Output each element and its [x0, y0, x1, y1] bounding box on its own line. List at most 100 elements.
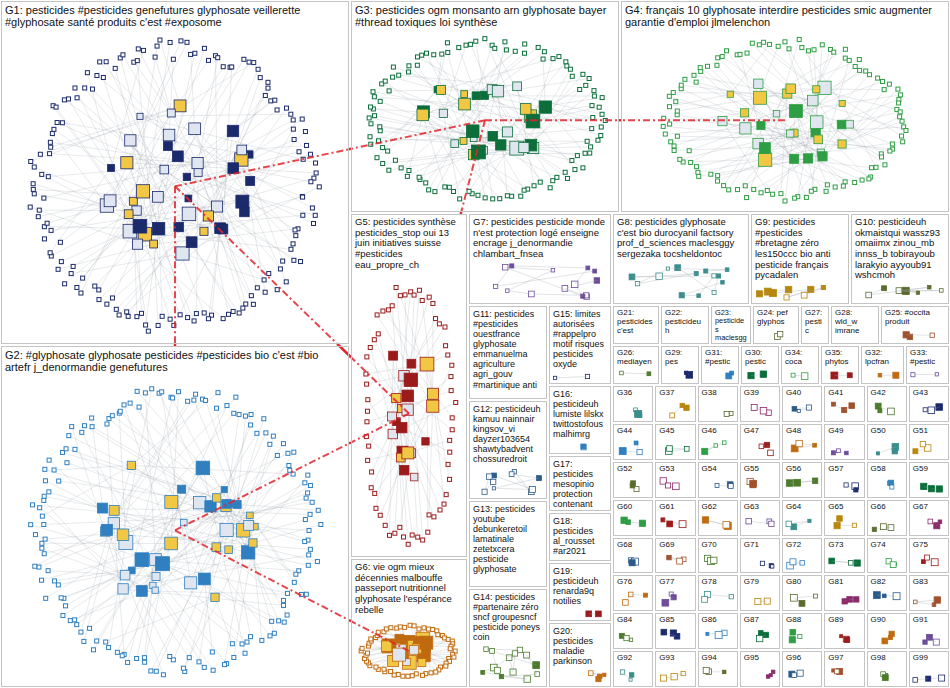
vertex-mark: [745, 51, 749, 55]
vertex-mark: [314, 171, 318, 175]
vertex-mark: [687, 149, 691, 153]
vertex-mark: [450, 428, 454, 432]
vertex-image: [513, 82, 522, 91]
vertex-image: [247, 512, 254, 519]
vertex-mark: [371, 90, 375, 94]
vertex-mark: [95, 73, 99, 77]
vertex-image: [152, 587, 158, 593]
vertex-mark: [79, 630, 83, 634]
vertex-mark: [631, 481, 636, 486]
vertex-mark: [135, 59, 139, 63]
vertex-mark: [210, 650, 214, 654]
vertex-mark: [364, 372, 368, 376]
vertex-mark: [269, 99, 273, 103]
vertex-mark: [538, 180, 542, 184]
vertex-mark: [669, 140, 673, 144]
vertex-mark: [282, 603, 286, 607]
edge-line: [87, 73, 130, 231]
cluster-group: [630, 481, 639, 492]
vertex-mark: [202, 665, 206, 669]
vertex-image: [163, 142, 172, 151]
edge-line: [115, 68, 158, 228]
vertex-mark: [373, 491, 377, 495]
vertex-mark: [898, 110, 902, 114]
vertex-mark: [37, 565, 41, 569]
vertex-mark: [750, 480, 757, 487]
vertex-image: [437, 85, 446, 94]
vertex-mark: [382, 667, 386, 671]
vertex-mark: [216, 56, 220, 60]
vertex-mark: [194, 392, 198, 396]
edge-line: [680, 133, 794, 159]
vertex-mark: [892, 444, 899, 451]
vertex-mark: [40, 514, 44, 518]
edge-line: [791, 88, 884, 90]
edge-line: [229, 444, 270, 549]
vertex-mark: [368, 135, 372, 139]
vertex-mark: [448, 647, 452, 651]
vertex-mark: [52, 579, 56, 583]
vertex-mark: [407, 168, 411, 172]
vertex-mark: [67, 434, 71, 438]
vertex-image: [397, 422, 407, 432]
vertex-image: [163, 129, 175, 141]
edge-line: [116, 216, 208, 309]
vertex-mark: [493, 46, 497, 50]
edge-line: [130, 403, 226, 504]
edge-line: [208, 216, 228, 314]
cluster-group: [726, 371, 734, 379]
vertex-mark: [745, 196, 749, 200]
vertex-mark: [97, 288, 101, 292]
vertex-mark: [366, 458, 370, 462]
vertex-mark: [667, 94, 671, 98]
vertex-image: [236, 195, 249, 208]
vertex-mark: [160, 314, 164, 318]
vertex-image: [472, 92, 480, 100]
vertex-mark: [381, 146, 385, 150]
vertex-mark: [888, 408, 895, 415]
edge-line: [483, 672, 527, 679]
cluster-group: [747, 478, 757, 487]
vertex-mark: [65, 461, 69, 465]
vertex-mark: [304, 592, 308, 596]
vertex-mark: [896, 87, 900, 91]
vertex-mark: [426, 530, 430, 534]
edge-line: [393, 402, 456, 434]
vertex-mark: [237, 311, 241, 315]
vertex-mark: [243, 651, 247, 655]
vertex-mark: [723, 521, 730, 528]
vertex-mark: [181, 666, 185, 670]
vertex-mark: [724, 411, 729, 416]
vertex-mark: [661, 124, 665, 128]
vertex-mark: [849, 403, 855, 409]
edge-line: [130, 140, 233, 311]
edge-line: [823, 60, 850, 156]
vertex-mark: [746, 518, 751, 523]
vertex-image: [539, 101, 551, 113]
vertex-image: [519, 142, 529, 152]
vertex-mark: [46, 569, 50, 573]
vertex-mark: [412, 624, 416, 628]
vertex-mark: [491, 479, 496, 484]
vertex-mark: [48, 140, 52, 144]
vertex-mark: [661, 629, 667, 635]
vertex-mark: [890, 142, 894, 146]
vertex-mark: [117, 313, 121, 317]
vertex-mark: [56, 583, 60, 587]
vertex-image: [754, 79, 763, 88]
edge-line: [142, 406, 227, 591]
edge-line: [400, 453, 411, 527]
edge-line: [507, 62, 565, 132]
vertex-image: [439, 109, 447, 117]
vertex-mark: [596, 138, 600, 142]
vertex-mark: [570, 74, 574, 78]
vertex-mark: [369, 122, 373, 126]
vertex-mark: [368, 346, 372, 350]
vertex-mark: [716, 179, 720, 183]
vertex-image: [221, 487, 227, 493]
edge-line: [505, 267, 583, 296]
vertex-mark: [692, 73, 696, 77]
vertex-image: [244, 520, 254, 530]
vertex-image: [845, 120, 853, 128]
vertex-mark: [399, 166, 403, 170]
